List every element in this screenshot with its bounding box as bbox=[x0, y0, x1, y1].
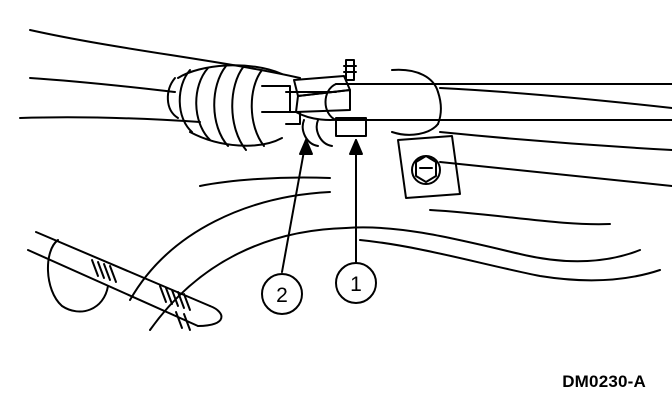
clamp-bolt bbox=[335, 59, 367, 137]
bellows-boot bbox=[166, 64, 291, 151]
callout-1-label: 1 bbox=[350, 273, 362, 296]
brace-bar bbox=[27, 231, 223, 331]
mounting-bracket bbox=[397, 135, 461, 199]
callout-2-label: 2 bbox=[276, 284, 288, 307]
leader-arrow-2 bbox=[281, 139, 307, 273]
callout-1: 1 bbox=[335, 262, 377, 304]
rod bbox=[324, 83, 672, 121]
lower-contours bbox=[129, 176, 661, 331]
collar bbox=[391, 68, 442, 136]
callout-2: 2 bbox=[261, 273, 303, 315]
bushing bbox=[301, 119, 333, 147]
frame-outline bbox=[19, 29, 672, 187]
figure-code: DM0230-A bbox=[562, 372, 646, 391]
leader-lines bbox=[281, 139, 363, 273]
